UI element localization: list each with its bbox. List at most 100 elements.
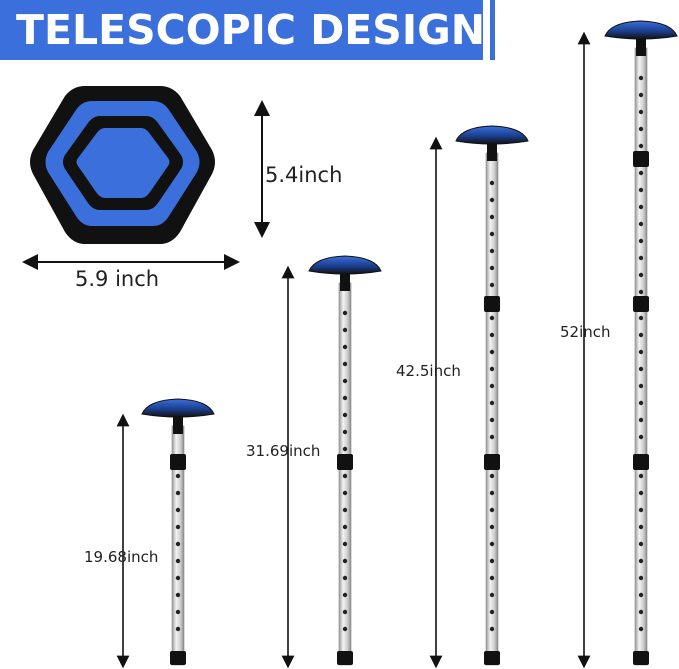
- pole-adjust-hole: [489, 524, 495, 530]
- pole-2-length-label: 31.69inch: [246, 442, 321, 460]
- telescopic-pole-2: [308, 255, 382, 666]
- pole-adjust-hole: [489, 434, 495, 440]
- pole-adjust-hole: [638, 272, 644, 278]
- pole-1-length-label: 19.68inch: [84, 548, 159, 566]
- pole-adjust-hole: [342, 609, 348, 615]
- pole-adjust-hole: [489, 214, 495, 220]
- pole-adjust-hole: [489, 575, 495, 581]
- pole-adjust-hole: [638, 366, 644, 372]
- pole-adjust-hole: [489, 180, 495, 186]
- pole-adjust-hole: [489, 592, 495, 598]
- poles-group: [141, 20, 678, 666]
- pole-3-length-label: 42.5inch: [396, 362, 461, 380]
- pole-adjust-hole: [638, 315, 644, 321]
- pole-adjust-hole: [342, 327, 348, 333]
- pole-tube: [485, 152, 499, 666]
- pole-adjust-hole: [342, 541, 348, 547]
- pole-adjust-hole: [638, 255, 644, 261]
- pole-adjust-hole: [175, 592, 181, 598]
- pole-neck: [636, 34, 646, 56]
- pole-adjust-hole: [342, 429, 348, 435]
- pole-foot: [337, 651, 353, 665]
- pole-adjust-hole: [342, 446, 348, 452]
- pole-adjust-hole: [342, 558, 348, 564]
- pole-neck: [173, 412, 183, 434]
- pole-adjust-hole: [638, 109, 644, 115]
- pole-adjust-hole: [638, 417, 644, 423]
- pole-joint: [170, 454, 186, 470]
- pole-adjust-hole: [638, 170, 644, 176]
- pole-adjust-hole: [342, 626, 348, 632]
- pole-cap-icon: [308, 255, 382, 275]
- pole-adjust-hole: [638, 204, 644, 210]
- pole-adjust-hole: [638, 92, 644, 98]
- pole-joint: [484, 296, 500, 312]
- pole-adjust-hole: [638, 238, 644, 244]
- pole-adjust-hole: [175, 626, 181, 632]
- pole-adjust-hole: [342, 575, 348, 581]
- pole-joint: [484, 454, 500, 470]
- pole-adjust-hole: [638, 75, 644, 81]
- pole-adjust-hole: [342, 361, 348, 367]
- pole-adjust-hole: [489, 231, 495, 237]
- pole-adjust-hole: [489, 490, 495, 496]
- pole-adjust-hole: [638, 541, 644, 547]
- pole-adjust-hole: [489, 507, 495, 513]
- pole-joint: [633, 296, 649, 312]
- pole-adjust-hole: [638, 626, 644, 632]
- length-arrows-group: [116, 31, 591, 669]
- pole-adjust-hole: [175, 575, 181, 581]
- pole-adjust-hole: [489, 473, 495, 479]
- pole-adjust-hole: [638, 289, 644, 295]
- pole-adjust-hole: [489, 626, 495, 632]
- pole-adjust-hole: [489, 248, 495, 254]
- pole-adjust-hole: [638, 221, 644, 227]
- pole-joint: [633, 151, 649, 167]
- pole-adjust-hole: [638, 473, 644, 479]
- pole-adjust-hole: [638, 524, 644, 530]
- pole-adjust-hole: [342, 310, 348, 316]
- pole-adjust-hole: [342, 412, 348, 418]
- pole-foot: [484, 651, 500, 665]
- pole-adjust-hole: [638, 400, 644, 406]
- pole-adjust-hole: [175, 507, 181, 513]
- pole-adjust-hole: [638, 490, 644, 496]
- title-banner: TELESCOPIC DESIGN: [0, 0, 486, 60]
- pole-adjust-hole: [175, 558, 181, 564]
- hexagon-pad-icon: [30, 86, 215, 244]
- pole-adjust-hole: [175, 490, 181, 496]
- pole-adjust-hole: [489, 282, 495, 288]
- pole-adjust-hole: [489, 315, 495, 321]
- pole-adjust-hole: [638, 383, 644, 389]
- pole-adjust-hole: [638, 507, 644, 513]
- banner-title: TELESCOPIC DESIGN: [16, 6, 486, 54]
- pole-adjust-hole: [638, 558, 644, 564]
- telescopic-pole-3: [455, 125, 529, 666]
- pole-adjust-hole: [342, 344, 348, 350]
- pole-adjust-hole: [175, 524, 181, 530]
- pole-foot: [633, 651, 649, 665]
- pole-joint: [337, 454, 353, 470]
- pole-adjust-hole: [489, 417, 495, 423]
- pole-adjust-hole: [489, 366, 495, 372]
- pole-adjust-hole: [175, 541, 181, 547]
- pole-adjust-hole: [489, 558, 495, 564]
- pole-adjust-hole: [342, 378, 348, 384]
- pole-adjust-hole: [175, 473, 181, 479]
- pole-adjust-hole: [342, 524, 348, 530]
- pole-adjust-hole: [342, 507, 348, 513]
- pole-adjust-hole: [342, 592, 348, 598]
- telescopic-pole-1: [141, 398, 215, 666]
- pole-cap-icon: [455, 125, 529, 145]
- pole-neck: [487, 139, 497, 161]
- banner-accent-stripe: [490, 0, 495, 60]
- pole-tube: [634, 47, 648, 666]
- pole-adjust-hole: [489, 541, 495, 547]
- pole-adjust-hole: [638, 332, 644, 338]
- pole-adjust-hole: [342, 395, 348, 401]
- pad-height-label: 5.4inch: [265, 163, 343, 187]
- pole-neck: [340, 269, 350, 291]
- pole-cap-icon: [604, 20, 678, 40]
- pole-adjust-hole: [489, 400, 495, 406]
